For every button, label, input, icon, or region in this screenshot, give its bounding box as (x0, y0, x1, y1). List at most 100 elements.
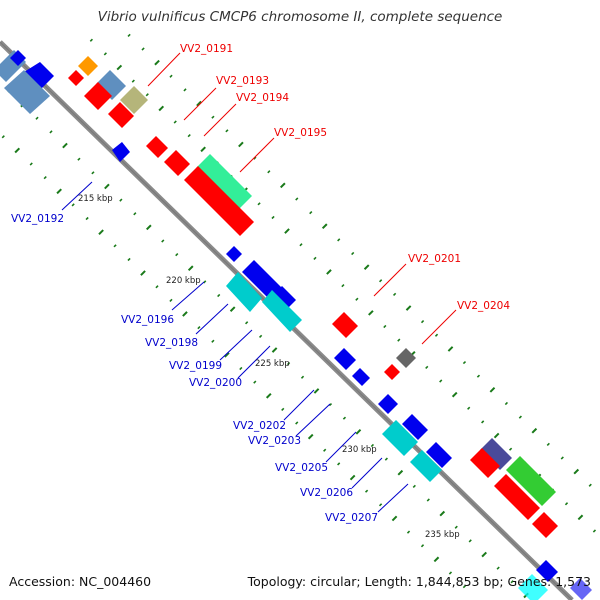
tick-mark (383, 324, 387, 329)
gene-feature[interactable] (226, 272, 262, 312)
tick-mark (355, 429, 362, 435)
tick-mark (295, 421, 299, 425)
tick-mark (229, 306, 236, 312)
gene-label[interactable]: VV2_0200 (189, 377, 242, 389)
tick-mark (397, 469, 404, 476)
tick-mark (447, 346, 454, 352)
tick-mark (313, 388, 320, 394)
gene-feature[interactable] (480, 438, 512, 470)
gene-feature[interactable] (382, 420, 418, 456)
tick-mark (467, 406, 471, 410)
gene-label[interactable]: VV2_0193 (216, 75, 269, 87)
gene-feature[interactable] (4, 70, 50, 114)
tick-mark (481, 551, 487, 558)
gene-feature[interactable] (396, 348, 416, 368)
gene-label[interactable]: VV2_0201 (408, 253, 461, 265)
accession-text: Accession: NC_004460 (9, 574, 152, 589)
tick-mark (378, 503, 383, 507)
gene-feature[interactable] (96, 70, 126, 100)
gene-feature[interactable] (570, 578, 592, 600)
gene-feature[interactable] (184, 166, 254, 236)
tick-mark (531, 427, 538, 434)
gene-label[interactable]: VV2_0194 (236, 92, 289, 104)
gene-label[interactable]: VV2_0205 (275, 462, 328, 474)
tick-mark (258, 334, 263, 339)
tick-mark (141, 47, 145, 51)
tick-mark (337, 238, 341, 242)
tick-mark (476, 374, 481, 378)
tick-mark (158, 105, 165, 112)
tick-mark (119, 198, 123, 202)
gene-label[interactable]: VV2_0199 (169, 360, 222, 372)
gene-feature[interactable] (332, 312, 358, 338)
scale-label: 215 kbp (78, 194, 113, 204)
tick-mark (253, 380, 257, 384)
gene-label[interactable]: VV2_0192 (11, 213, 64, 225)
gene-feature[interactable] (378, 394, 398, 414)
gene-label[interactable]: VV2_0202 (233, 420, 286, 432)
gene-feature[interactable] (506, 456, 556, 506)
gene-label[interactable]: VV2_0198 (145, 337, 198, 349)
tick-mark (481, 420, 485, 424)
tick-mark (35, 116, 39, 120)
tick-mark (379, 279, 383, 283)
gene-feature[interactable] (518, 574, 548, 600)
gene-feature[interactable] (120, 86, 148, 114)
gene-feature[interactable] (426, 442, 452, 468)
gene-feature[interactable] (536, 560, 558, 582)
tick-mark (504, 401, 509, 406)
gene-feature[interactable] (402, 414, 428, 440)
tick-mark (577, 514, 584, 521)
gene-label[interactable]: VV2_0206 (300, 487, 353, 499)
tick-mark (426, 498, 430, 502)
gene-label[interactable]: VV2_0203 (248, 435, 301, 447)
tick-mark (420, 544, 425, 548)
tick-mark (588, 483, 592, 487)
tick-mark (397, 338, 401, 342)
tick-mark (182, 311, 188, 317)
gene-feature[interactable] (262, 290, 302, 332)
tick-mark (196, 100, 202, 107)
gene-label[interactable]: VV2_0196 (121, 314, 174, 326)
tick-mark (29, 162, 33, 166)
gene-label[interactable]: VV2_0195 (274, 127, 327, 139)
tick-mark (309, 210, 313, 215)
gene-feature[interactable] (112, 142, 130, 162)
gene-feature[interactable] (272, 286, 296, 310)
gene-feature[interactable] (532, 512, 558, 538)
tick-mark (439, 510, 446, 517)
tick-mark (127, 33, 131, 38)
tick-mark (267, 170, 271, 174)
gene-feature[interactable] (196, 154, 252, 210)
gene-label[interactable]: VV2_0204 (457, 300, 510, 312)
gene-feature[interactable] (108, 102, 134, 128)
tick-mark (187, 134, 191, 138)
gene-feature[interactable] (84, 82, 112, 110)
gene-feature[interactable] (164, 150, 190, 176)
tick-mark (49, 130, 53, 134)
tick-mark (155, 285, 159, 289)
gene-feature[interactable] (384, 364, 400, 380)
gene-feature[interactable] (410, 450, 442, 482)
gene-feature[interactable] (334, 348, 356, 370)
gene-feature[interactable] (68, 70, 84, 86)
gene-label[interactable]: VV2_0207 (325, 512, 378, 524)
tick-mark (239, 366, 243, 371)
gene-label[interactable]: VV2_0191 (180, 43, 233, 55)
tick-mark (43, 176, 47, 180)
gene-features[interactable] (0, 50, 592, 600)
gene-feature[interactable] (494, 474, 540, 520)
gene-feature[interactable] (78, 56, 98, 76)
tick-mark (518, 415, 522, 419)
tick-mark (468, 539, 472, 543)
gene-feature[interactable] (226, 246, 242, 262)
tick-mark (384, 457, 388, 461)
gene-feature[interactable] (352, 368, 370, 386)
tick-mark (454, 525, 458, 529)
gene-feature[interactable] (24, 62, 54, 92)
gene-feature[interactable] (470, 448, 500, 478)
gene-feature[interactable] (146, 136, 168, 158)
gene-feature[interactable] (10, 50, 26, 66)
tick-mark (349, 474, 356, 481)
